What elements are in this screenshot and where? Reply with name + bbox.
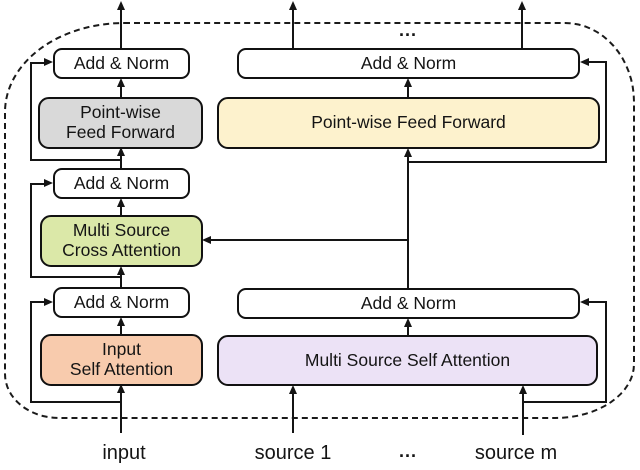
- connector: [292, 392, 295, 433]
- box-label-line: Self Attention: [69, 359, 174, 379]
- box-label-line: Input: [102, 339, 141, 360]
- arrowhead-up: [117, 317, 125, 326]
- connector: [522, 392, 525, 435]
- connector: [407, 325, 410, 336]
- connector: [120, 205, 123, 217]
- residual-connector: [30, 184, 33, 278]
- arrowhead-left: [580, 298, 589, 306]
- connector: [292, 8, 295, 48]
- residual-connector: [605, 303, 608, 403]
- connector: [407, 155, 410, 288]
- arrowhead-up: [117, 198, 125, 207]
- residual-connector: [30, 276, 122, 279]
- arrowhead-up: [117, 147, 125, 156]
- residual-connector: [30, 62, 47, 65]
- box-label-line: Point-wise: [80, 102, 161, 123]
- residual-connector: [30, 401, 122, 404]
- connector: [120, 155, 123, 169]
- arrowhead-right: [44, 58, 53, 66]
- box-label: Input Self Attention: [70, 340, 173, 379]
- add-norm-box-left-top: Add & Norm: [53, 48, 190, 79]
- box-label-line: Cross Attention: [62, 240, 181, 260]
- arrowhead-up: [117, 78, 125, 87]
- residual-connector: [30, 159, 122, 162]
- arrowhead-left: [580, 58, 589, 66]
- arrowhead-up: [518, 1, 526, 10]
- arrowhead-up: [404, 318, 412, 327]
- add-norm-box-left-bottom: Add & Norm: [53, 287, 190, 318]
- input-self-attention-box: Input Self Attention: [40, 334, 203, 386]
- connector: [407, 85, 410, 98]
- connector: [120, 391, 123, 433]
- residual-connector: [30, 63, 33, 161]
- pointwise-feed-forward-left-box: Point-wise Feed Forward: [38, 97, 203, 149]
- cross-attention-branch-connector: [211, 239, 408, 242]
- multi-source-cross-attention-box: Multi Source Cross Attention: [40, 215, 203, 267]
- box-label-line: Multi Source: [72, 220, 171, 241]
- top-ellipsis: ...: [398, 20, 417, 40]
- residual-connector: [522, 401, 607, 404]
- residual-connector: [30, 301, 47, 304]
- dashed-model-boundary: [4, 22, 635, 419]
- source-m-label: source m: [474, 442, 558, 464]
- multi-source-self-attention-box: Multi Source Self Attention: [217, 335, 598, 386]
- arrowhead-right: [44, 179, 53, 187]
- residual-connector: [30, 183, 47, 186]
- residual-connector: [605, 63, 608, 163]
- residual-connector: [588, 301, 607, 304]
- arrowhead-up: [289, 385, 297, 394]
- connector: [120, 273, 123, 288]
- arrowhead-up: [117, 1, 125, 10]
- box-label: Multi Source Cross Attention: [62, 221, 181, 260]
- arrowhead-left: [202, 236, 211, 244]
- connector: [120, 85, 123, 98]
- connector: [521, 8, 524, 48]
- residual-connector: [588, 61, 607, 64]
- arrowhead-right: [44, 298, 53, 306]
- arrowhead-up: [289, 1, 297, 10]
- pointwise-feed-forward-right-box: Point-wise Feed Forward: [217, 97, 600, 149]
- residual-connector: [407, 161, 607, 164]
- arrowhead-up: [404, 148, 412, 157]
- box-label-line: Feed Forward: [66, 122, 175, 142]
- add-norm-box-left-mid: Add & Norm: [53, 168, 190, 199]
- bottom-ellipsis: ...: [398, 441, 417, 461]
- arrowhead-up: [519, 385, 527, 394]
- input-label: input: [102, 442, 146, 464]
- connector: [120, 324, 123, 335]
- box-label: Point-wise Feed Forward: [66, 103, 175, 142]
- connector: [120, 8, 123, 48]
- add-norm-box-right-bottom: Add & Norm: [237, 288, 580, 319]
- arrowhead-up: [117, 266, 125, 275]
- arrowhead-up: [404, 78, 412, 87]
- source-1-label: source 1: [254, 442, 332, 464]
- arrowhead-up: [117, 384, 125, 393]
- residual-connector: [30, 302, 33, 403]
- add-norm-box-right-top: Add & Norm: [237, 48, 580, 79]
